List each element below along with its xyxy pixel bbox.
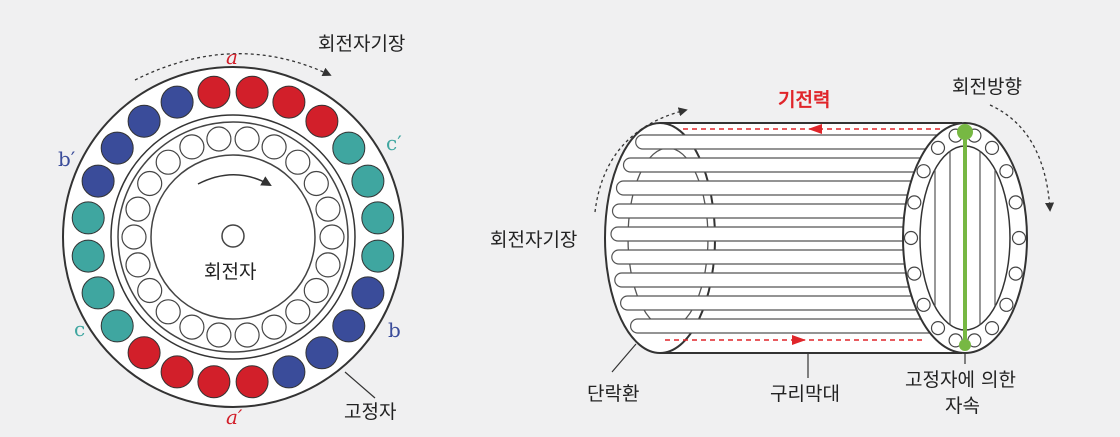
rotor-bar xyxy=(121,224,147,250)
rotor-bar xyxy=(125,252,151,278)
rotor-bar xyxy=(155,299,181,325)
end-ring-hole xyxy=(984,140,1000,155)
rotor-bar xyxy=(206,126,232,152)
rotor-bar xyxy=(303,170,329,197)
stator-coil xyxy=(305,104,339,138)
end-ring-hole xyxy=(999,297,1014,312)
flux-axis-top-dot xyxy=(957,124,973,140)
rotor-bar xyxy=(179,134,205,160)
stator-coil xyxy=(351,164,385,198)
stator-coil xyxy=(197,75,231,109)
emf-label: 기전력 xyxy=(778,89,830,111)
stator-coil xyxy=(127,336,161,370)
flux-axis-bottom-dot xyxy=(959,339,971,351)
rotor-bar xyxy=(285,149,311,175)
stator-coil xyxy=(71,239,105,273)
stator-pointer-line xyxy=(344,371,376,399)
copper-bar xyxy=(622,157,963,173)
rotor-bar xyxy=(179,314,205,340)
phase-label-c: c xyxy=(74,317,85,341)
rotor-bar xyxy=(315,252,341,278)
rotor-bars xyxy=(121,126,345,348)
rotor-bar xyxy=(125,196,151,222)
rotation-direction-label: 회전방향 xyxy=(952,76,1022,98)
end-ring-hole xyxy=(1008,195,1023,210)
stator-label: 고정자 xyxy=(344,401,396,423)
stator-cross-section xyxy=(62,53,404,408)
stator-coil xyxy=(361,239,395,273)
end-ring-hole xyxy=(916,164,931,179)
end-ring-hole xyxy=(930,321,946,336)
stator-coils xyxy=(71,75,395,399)
stator-coil xyxy=(351,276,385,310)
rotating-field-label-left: 회전자기장 xyxy=(318,33,405,55)
end-ring-pointer-line xyxy=(611,343,637,373)
emf-arrowhead-top xyxy=(808,124,822,134)
stator-coil xyxy=(361,201,395,235)
copper-bar-label: 구리막대 xyxy=(770,383,840,405)
end-ring-hole xyxy=(916,297,931,312)
rotor-bar xyxy=(261,134,287,160)
stator-coil xyxy=(332,131,366,165)
end-ring-hole xyxy=(1008,266,1023,281)
phase-label-a-prime: a′ xyxy=(226,405,243,429)
front-bar-lines xyxy=(934,151,996,325)
end-ring-label: 단락환 xyxy=(587,383,639,405)
stator-coil xyxy=(81,164,115,198)
stator-coil xyxy=(235,75,269,109)
stator-flux-label-line2: 자속 xyxy=(945,395,980,417)
end-ring-hole xyxy=(1011,230,1027,246)
copper-bar xyxy=(619,295,963,311)
copper-bar xyxy=(629,318,963,334)
stator-coil xyxy=(305,336,339,370)
phase-label-c-prime: c′ xyxy=(386,131,402,155)
end-ring-hole xyxy=(930,140,946,155)
rotor-bar xyxy=(155,149,181,175)
rotor-bar xyxy=(285,299,311,325)
stator-coil xyxy=(160,355,194,389)
stator-coil xyxy=(197,365,231,399)
end-ring-hole xyxy=(999,164,1014,179)
rotor-bar xyxy=(137,277,163,304)
stator-coil xyxy=(272,355,306,389)
stator-coil xyxy=(127,104,161,138)
emf-arrowhead-bottom xyxy=(792,335,806,345)
phase-label-b-prime: b′ xyxy=(58,147,76,171)
stator-coil xyxy=(235,365,269,399)
end-ring-hole xyxy=(903,230,919,246)
phase-label-a: a xyxy=(226,45,238,69)
rotor-bar xyxy=(137,170,163,197)
rotor-shaft xyxy=(221,224,245,248)
stator-flux-label-line1: 고정자에 의한 xyxy=(905,369,1016,391)
phase-label-b: b xyxy=(388,318,401,342)
end-ring-hole xyxy=(984,321,1000,336)
copper-bar xyxy=(635,134,963,150)
rotation-arrow-inner xyxy=(197,174,272,187)
rotor-bar xyxy=(234,126,260,152)
rotor-label: 회전자 xyxy=(204,261,256,283)
stator-coil xyxy=(100,309,134,343)
squirrel-cage-rotor xyxy=(594,104,1055,378)
rotation-arrow-outer xyxy=(134,53,332,81)
rotor-bar xyxy=(261,314,287,340)
rotating-field-arrow-back xyxy=(594,107,688,213)
rotor-bar xyxy=(319,224,345,250)
rotor-bar xyxy=(234,322,260,348)
rotor-bar xyxy=(206,322,232,348)
stator-coil xyxy=(71,201,105,235)
stator-coil xyxy=(100,131,134,165)
stator-coil xyxy=(160,85,194,119)
front-ring-holes xyxy=(903,128,1027,348)
stator-coil xyxy=(332,309,366,343)
rotor-bar xyxy=(315,196,341,222)
stator-coil xyxy=(272,85,306,119)
end-ring-hole xyxy=(907,195,922,210)
rotating-field-label-right: 회전자기장 xyxy=(490,229,577,251)
end-ring-hole xyxy=(907,266,922,281)
rotation-direction-arrow xyxy=(989,104,1055,212)
rotor-bar xyxy=(303,277,329,304)
stator-coil xyxy=(81,276,115,310)
